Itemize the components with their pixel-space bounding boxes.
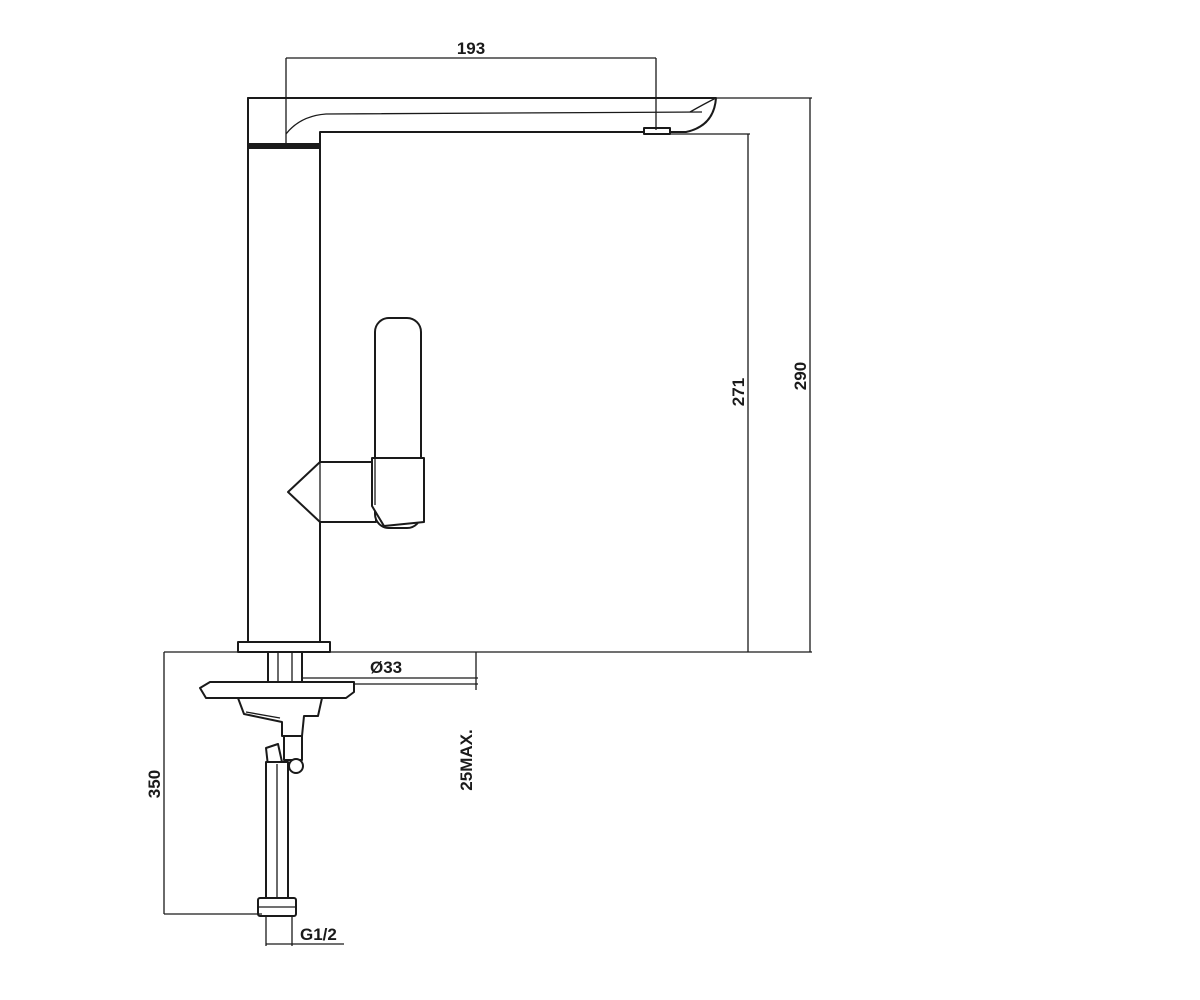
dim-g12-label: G1/2	[300, 925, 337, 944]
dim-25max-label: 25MAX.	[457, 729, 476, 790]
base-collar	[237, 641, 331, 653]
dim-33-label: Ø33	[370, 658, 402, 677]
column-top-band	[248, 143, 320, 149]
hose-connector	[283, 735, 303, 761]
faucet-column	[247, 97, 321, 644]
faucet-outline	[237, 97, 717, 653]
threaded-stud	[267, 651, 303, 685]
dim-350-label: 350	[145, 770, 164, 798]
dim-193-label: 193	[457, 39, 485, 58]
dim-271-label: 271	[729, 378, 748, 406]
clamp-detail	[245, 711, 281, 719]
clamp-bracket	[237, 697, 323, 737]
dim-290-label: 290	[791, 362, 810, 390]
spout-aerator	[643, 127, 671, 135]
mounting-assembly	[199, 651, 355, 917]
dimension-labels: 193 271 290 Ø33 25MAX. 350 G1/2	[145, 39, 810, 944]
lever-joint	[371, 457, 425, 527]
dimension-lines	[163, 57, 812, 946]
faucet-spout	[247, 97, 717, 149]
mounting-plate	[199, 681, 355, 699]
spout-inner-curve	[285, 111, 703, 135]
spout-tip-curve	[689, 97, 717, 113]
hose-nut	[288, 758, 304, 774]
